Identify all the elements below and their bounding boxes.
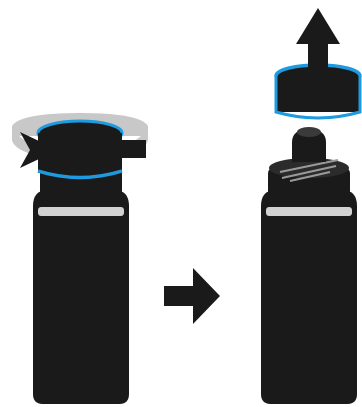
lifted-cap-side (276, 76, 360, 112)
bottle-cap-lifted (276, 65, 360, 118)
rotate-arrowhead-tail (118, 140, 146, 158)
lift-arrow (296, 8, 340, 70)
up-arrow-icon (296, 8, 340, 70)
bottle-highlight-right (266, 207, 352, 216)
rotate-arrow-icon (12, 113, 148, 178)
bottle-body-right (261, 190, 357, 404)
bottle-open-right (261, 127, 357, 404)
bottle-highlight-left (38, 207, 124, 216)
bottle-with-cap-left (12, 113, 148, 404)
nozzle-tip (297, 127, 321, 137)
step-arrow (164, 268, 220, 324)
bottle-body-left (33, 190, 129, 404)
right-arrow-icon (164, 268, 220, 324)
